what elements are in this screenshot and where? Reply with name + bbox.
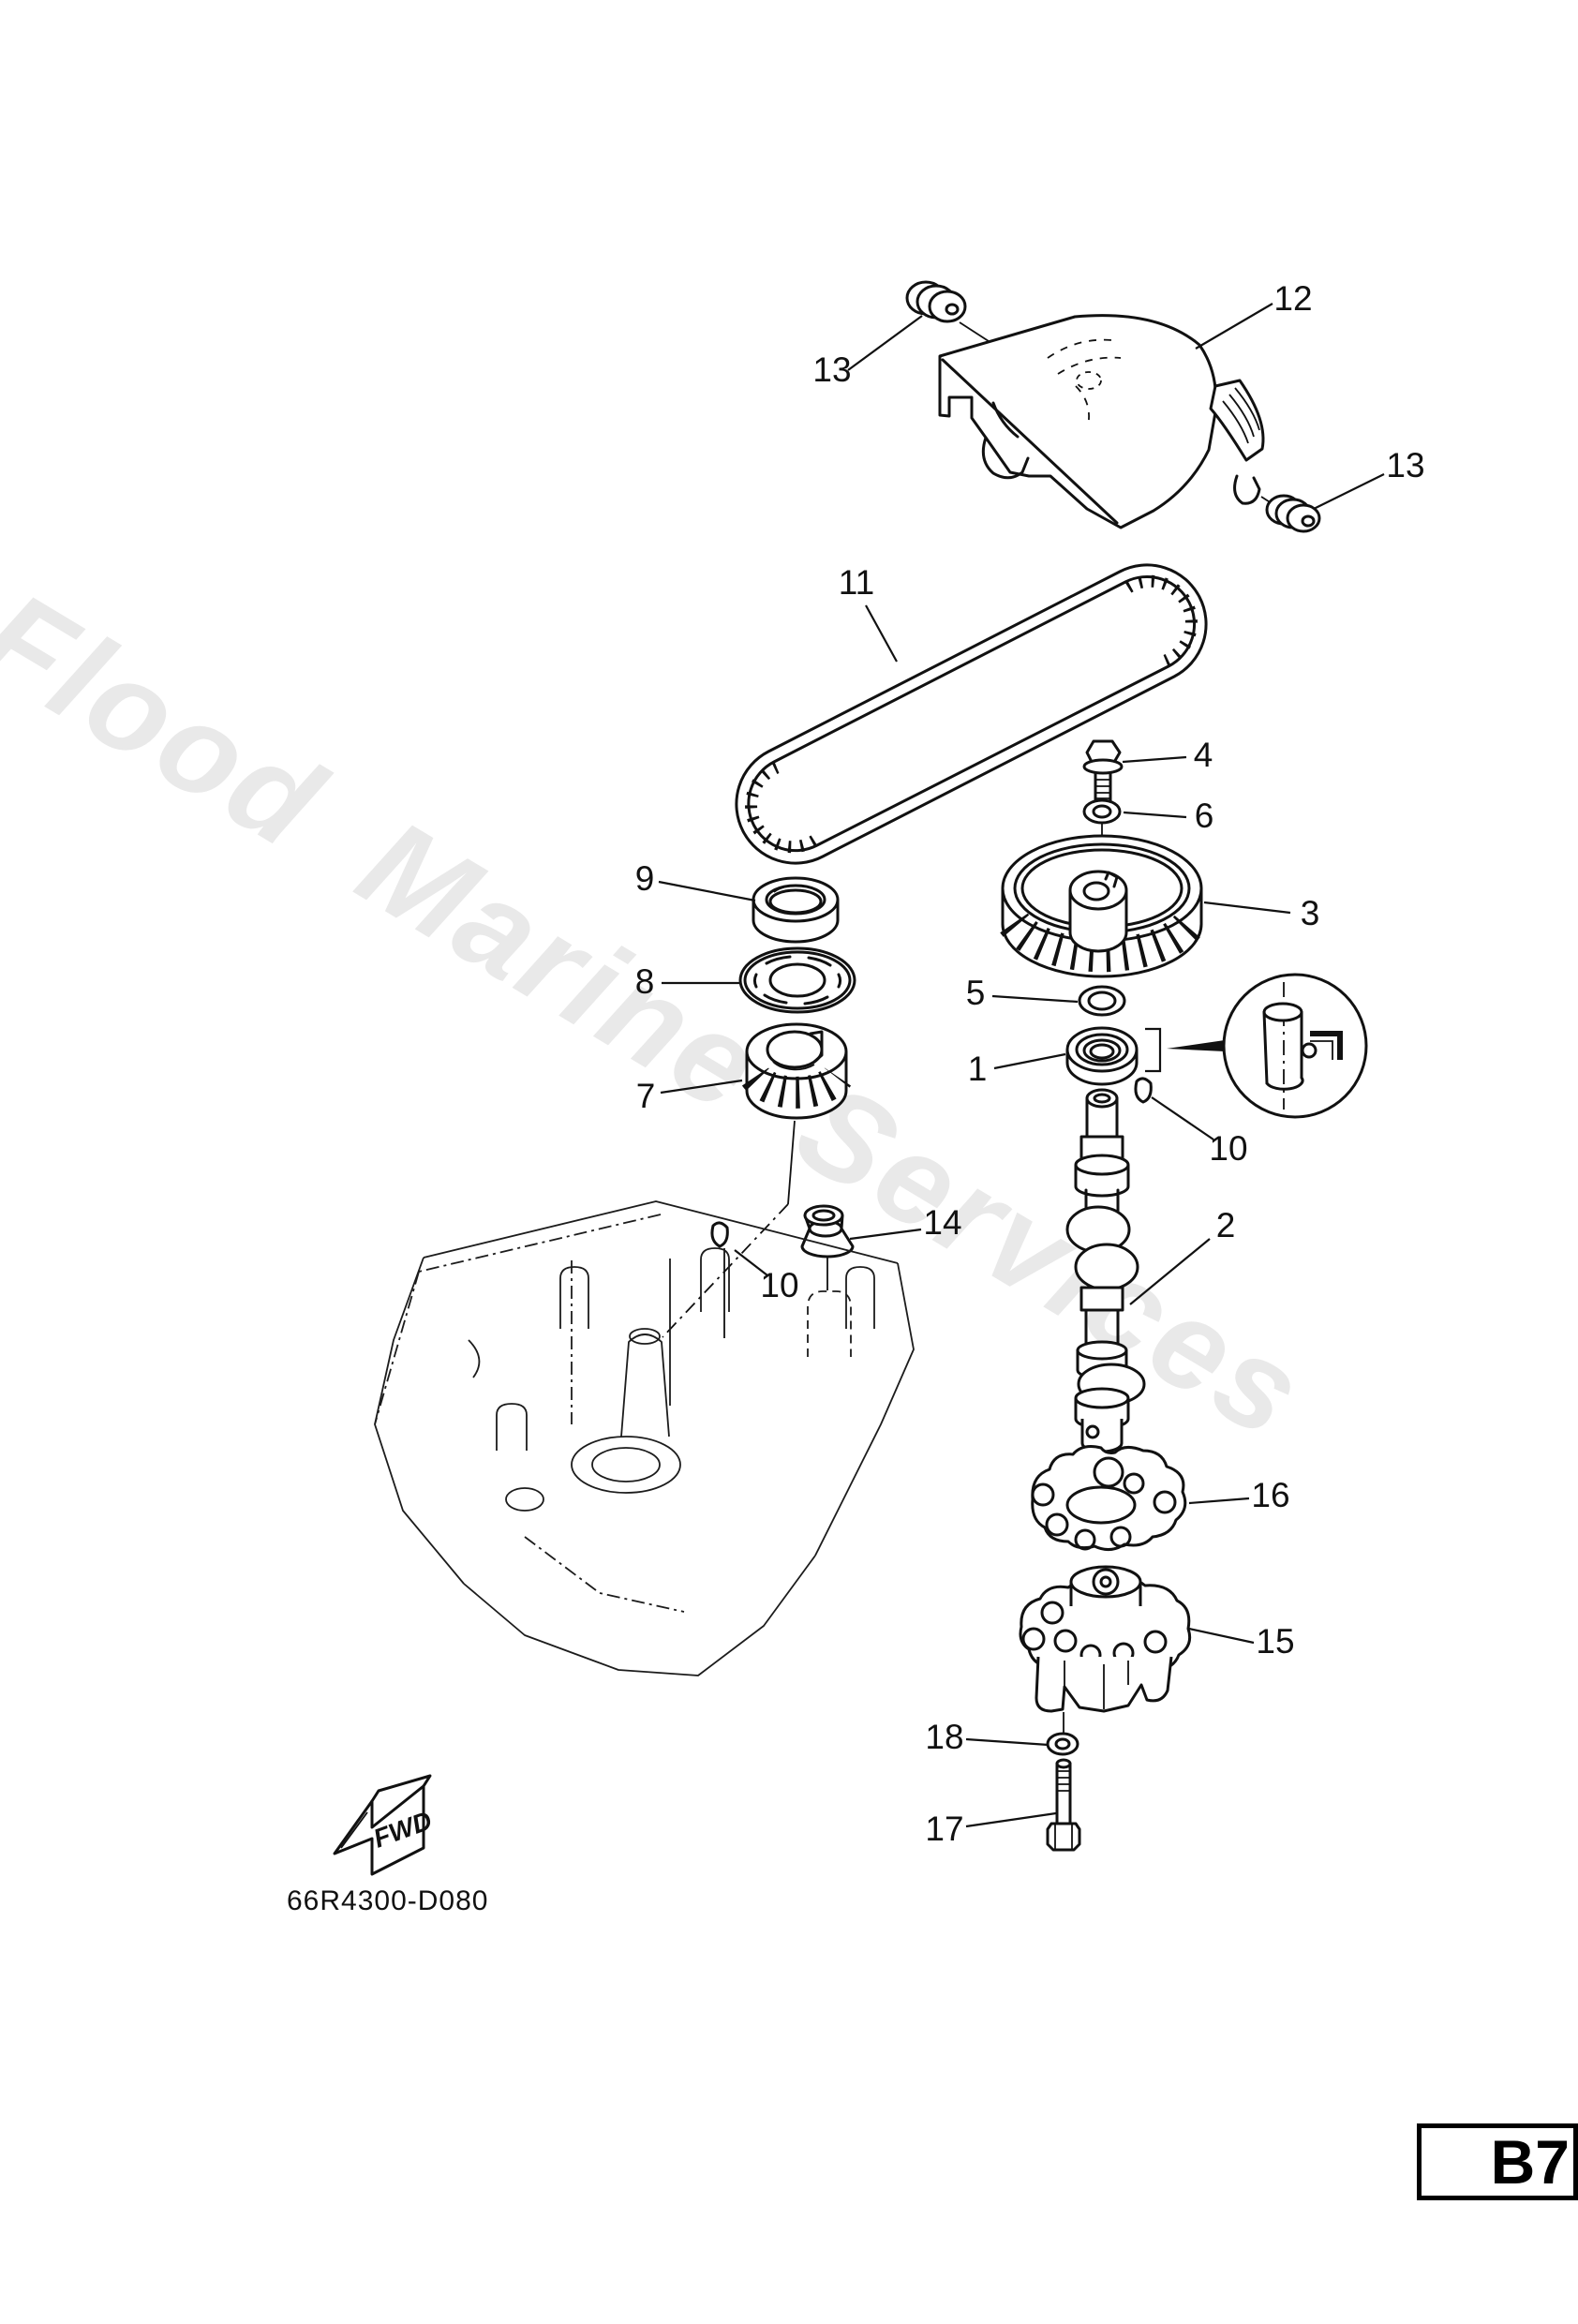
grommet-13-right-drawing — [1265, 494, 1321, 533]
bolt-4-drawing — [1082, 739, 1124, 808]
fwd-label: FWD — [369, 1806, 436, 1854]
timing-belt-cover-drawing — [938, 314, 1278, 529]
callout-4: 4 — [1194, 736, 1213, 774]
callout-7: 7 — [636, 1077, 656, 1115]
callout-12: 12 — [1273, 279, 1312, 318]
callout-2: 2 — [1216, 1206, 1236, 1244]
callout-11: 11 — [839, 563, 874, 602]
fwd-arrow: FWD — [333, 1774, 436, 1876]
dowel-14-drawing — [800, 1204, 855, 1290]
bearing-detail-bracket — [1145, 1027, 1225, 1073]
bearing-1-drawing — [1065, 1026, 1139, 1086]
woodruff-key-10-right-drawing — [1134, 1077, 1153, 1104]
callout-17: 17 — [925, 1810, 963, 1848]
callout-8: 8 — [635, 962, 655, 1001]
oil-pump-15-drawing — [1019, 1565, 1192, 1733]
callout-18: 18 — [925, 1718, 963, 1756]
thrust-plate-8-drawing — [738, 946, 856, 1014]
callout-13-right: 13 — [1386, 446, 1424, 484]
driven-sprocket-3-drawing — [1000, 834, 1204, 978]
drive-sprocket-7-drawing — [662, 1022, 852, 1338]
oil-seal-9-drawing — [752, 876, 840, 944]
callout-14: 14 — [923, 1203, 961, 1242]
callout-15: 15 — [1256, 1622, 1294, 1661]
camshaft-2-drawing — [1065, 1088, 1146, 1453]
grommet-13-left-drawing — [905, 280, 992, 344]
callout-6: 6 — [1195, 797, 1214, 835]
callout-1: 1 — [968, 1050, 988, 1088]
callout-10-left: 10 — [760, 1266, 798, 1304]
callout-9: 9 — [635, 859, 655, 898]
callout-3: 3 — [1301, 894, 1320, 932]
leader-lines — [658, 303, 1385, 1828]
callout-16: 16 — [1251, 1476, 1289, 1514]
callout-5: 5 — [966, 974, 986, 1012]
washer-18-drawing — [1046, 1732, 1079, 1756]
washer-5-drawing — [1078, 985, 1126, 1017]
callout-13-left: 13 — [812, 350, 851, 389]
engine-block-sketch — [374, 1200, 915, 1676]
detail-inset-circle — [1222, 973, 1368, 1119]
bolt-17-drawing — [1046, 1758, 1081, 1852]
page-code-box: B7 — [1417, 2123, 1578, 2200]
timing-belt-drawing — [735, 563, 1208, 865]
woodruff-key-10-left-drawing — [710, 1221, 729, 1338]
gasket-16-drawing — [1031, 1445, 1187, 1551]
callout-10-right: 10 — [1209, 1129, 1247, 1168]
diagram-code: 66R4300-D080 — [287, 1885, 489, 1916]
